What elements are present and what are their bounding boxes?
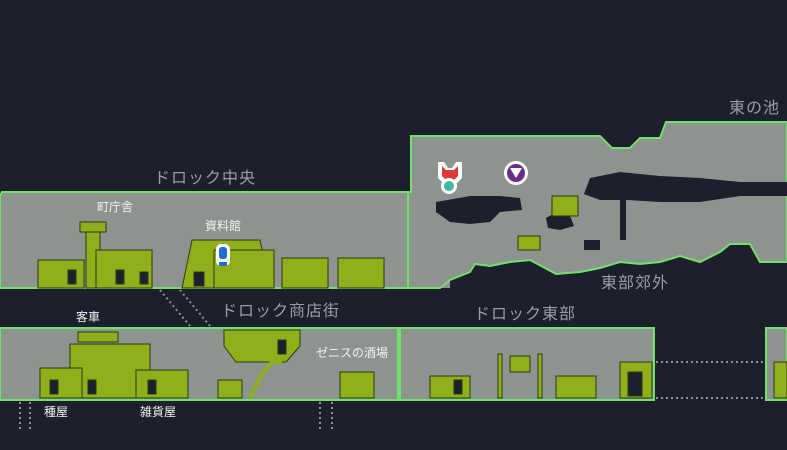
area-label-east-pond: 東の池 <box>729 98 781 117</box>
building-label-guest-car: 客車 <box>76 310 101 324</box>
player-marker-icon[interactable] <box>441 178 457 194</box>
buildings-east <box>429 353 787 399</box>
area-label-drock-shopping: ドロック商店街 <box>221 301 341 320</box>
quest-exclamation-icon[interactable] <box>216 244 230 266</box>
area-label-drock-east: ドロック東部 <box>474 304 577 323</box>
room-east-pond <box>407 121 787 289</box>
area-label-east-suburbs: 東部郊外 <box>601 273 670 292</box>
fox-boss-icon[interactable] <box>438 162 462 184</box>
building-label-archive: 資料館 <box>205 219 242 233</box>
building-label-town-hall: 町庁舎 <box>97 200 134 214</box>
building-label-general-store: 雑貨屋 <box>140 405 177 419</box>
area-label-drock-center: ドロック中央 <box>154 168 257 187</box>
building-label-zenis-tavern: ゼニスの酒場 <box>316 346 389 360</box>
map-connectors <box>19 289 764 432</box>
building-label-seed-shop: 種屋 <box>44 405 69 419</box>
purple-shield-icon[interactable] <box>504 161 528 185</box>
buildings-shopping <box>39 329 375 399</box>
